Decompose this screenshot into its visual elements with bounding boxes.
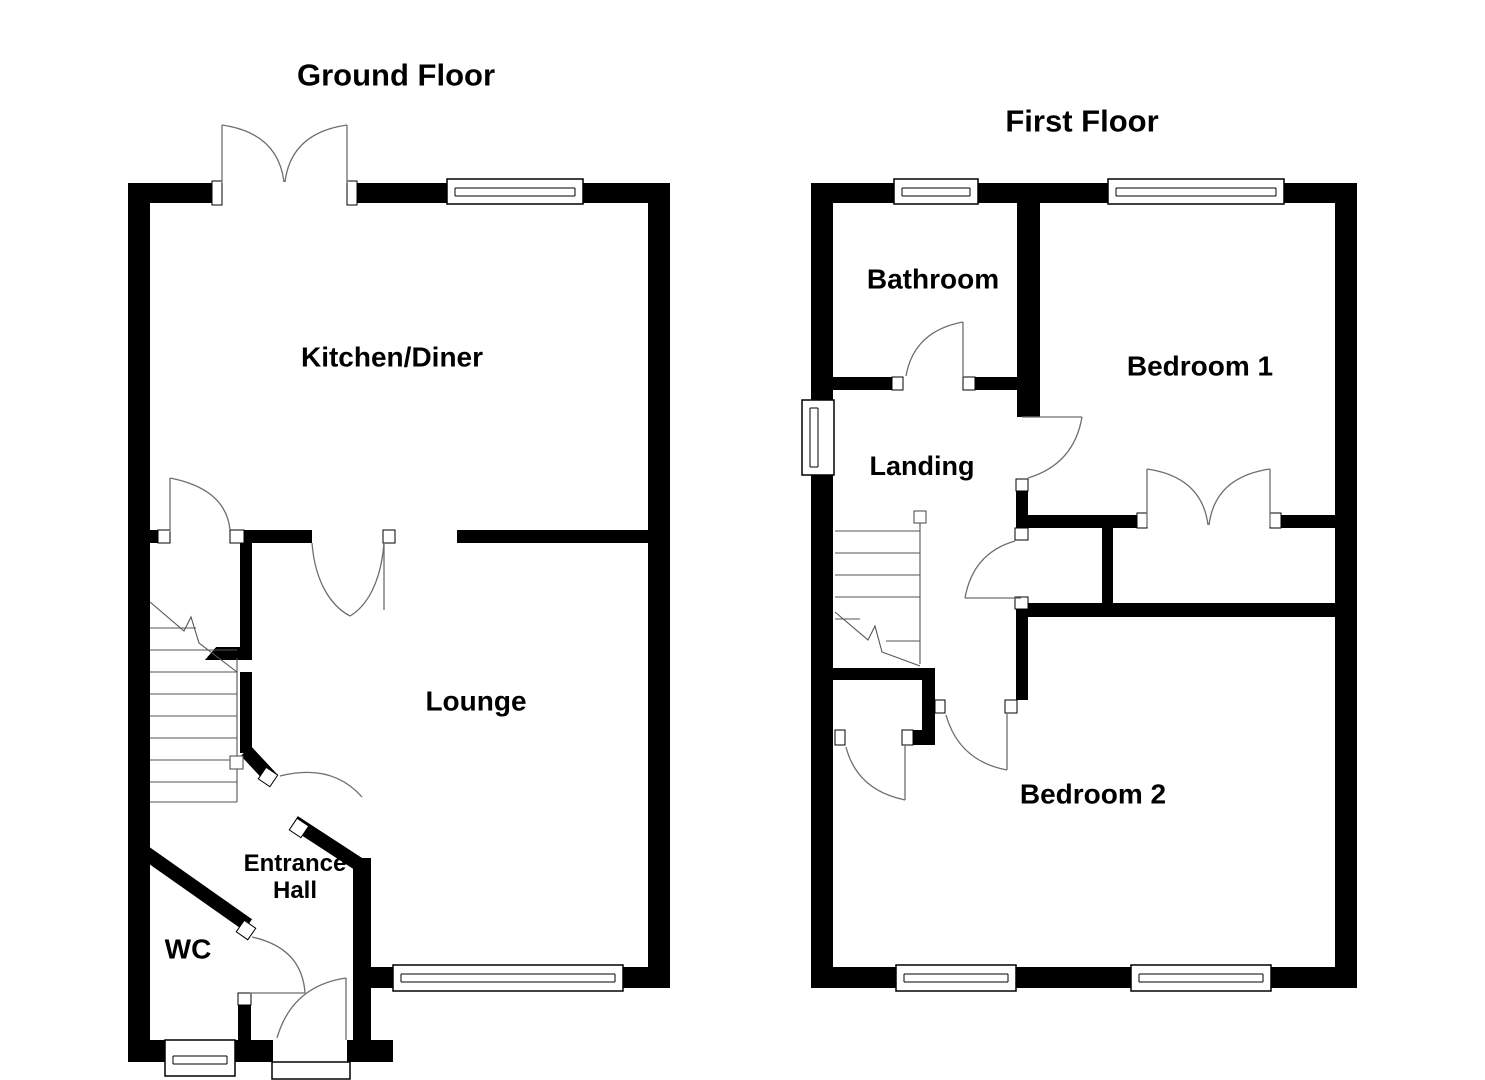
first-floor-title: First Floor [1005,103,1159,139]
room-label-wc: WC [164,933,212,965]
room-label-bathroom: Bathroom [866,263,1000,295]
room-label-lounge: Lounge [425,685,527,717]
kitchen-hall-door [169,477,231,532]
ground-floor-door-jambs [157,180,396,1006]
front-door [276,977,347,1040]
first-floor-stairs [834,510,927,667]
hall-lounge-door [279,771,363,798]
wc-door [250,936,306,994]
room-label-bedroom-1: Bedroom 1 [1126,350,1274,382]
landing-window [801,399,835,476]
lounge-window [392,964,624,992]
garden-french-doors [221,124,348,183]
room-label-landing: Landing [869,450,975,481]
kitchen-lounge-double-door [311,542,385,617]
ground-floor-walls [128,183,670,1062]
bathroom-door [905,321,964,377]
first-floor-walls [811,183,1357,988]
landing-closet-door [964,540,1021,599]
room-label-entrance-hall: Entrance Hall [243,850,347,904]
first-floor-door-jambs [834,376,1282,746]
bedroom1-window [1107,178,1285,205]
bedroom1-door [1022,416,1083,479]
wc-window [164,1039,236,1077]
front-door-step [271,1061,351,1080]
kitchen-window [446,178,584,205]
first-floor-plan [801,178,1357,992]
bedroom2-window-right [1130,964,1272,992]
understairs-closet-door [845,745,906,801]
bedroom2-window-left [895,964,1017,992]
ground-floor-title: Ground Floor [296,57,496,93]
ground-floor-plan [128,124,670,1080]
bedroom2-door [945,713,1008,771]
room-label-kitchen-diner: Kitchen/Diner [300,341,484,373]
bathroom-window [893,178,979,205]
ground-floor-stairs [149,601,244,803]
bedroom1-wardrobe-doors [1146,468,1271,527]
room-label-bedroom-2: Bedroom 2 [1019,778,1167,810]
